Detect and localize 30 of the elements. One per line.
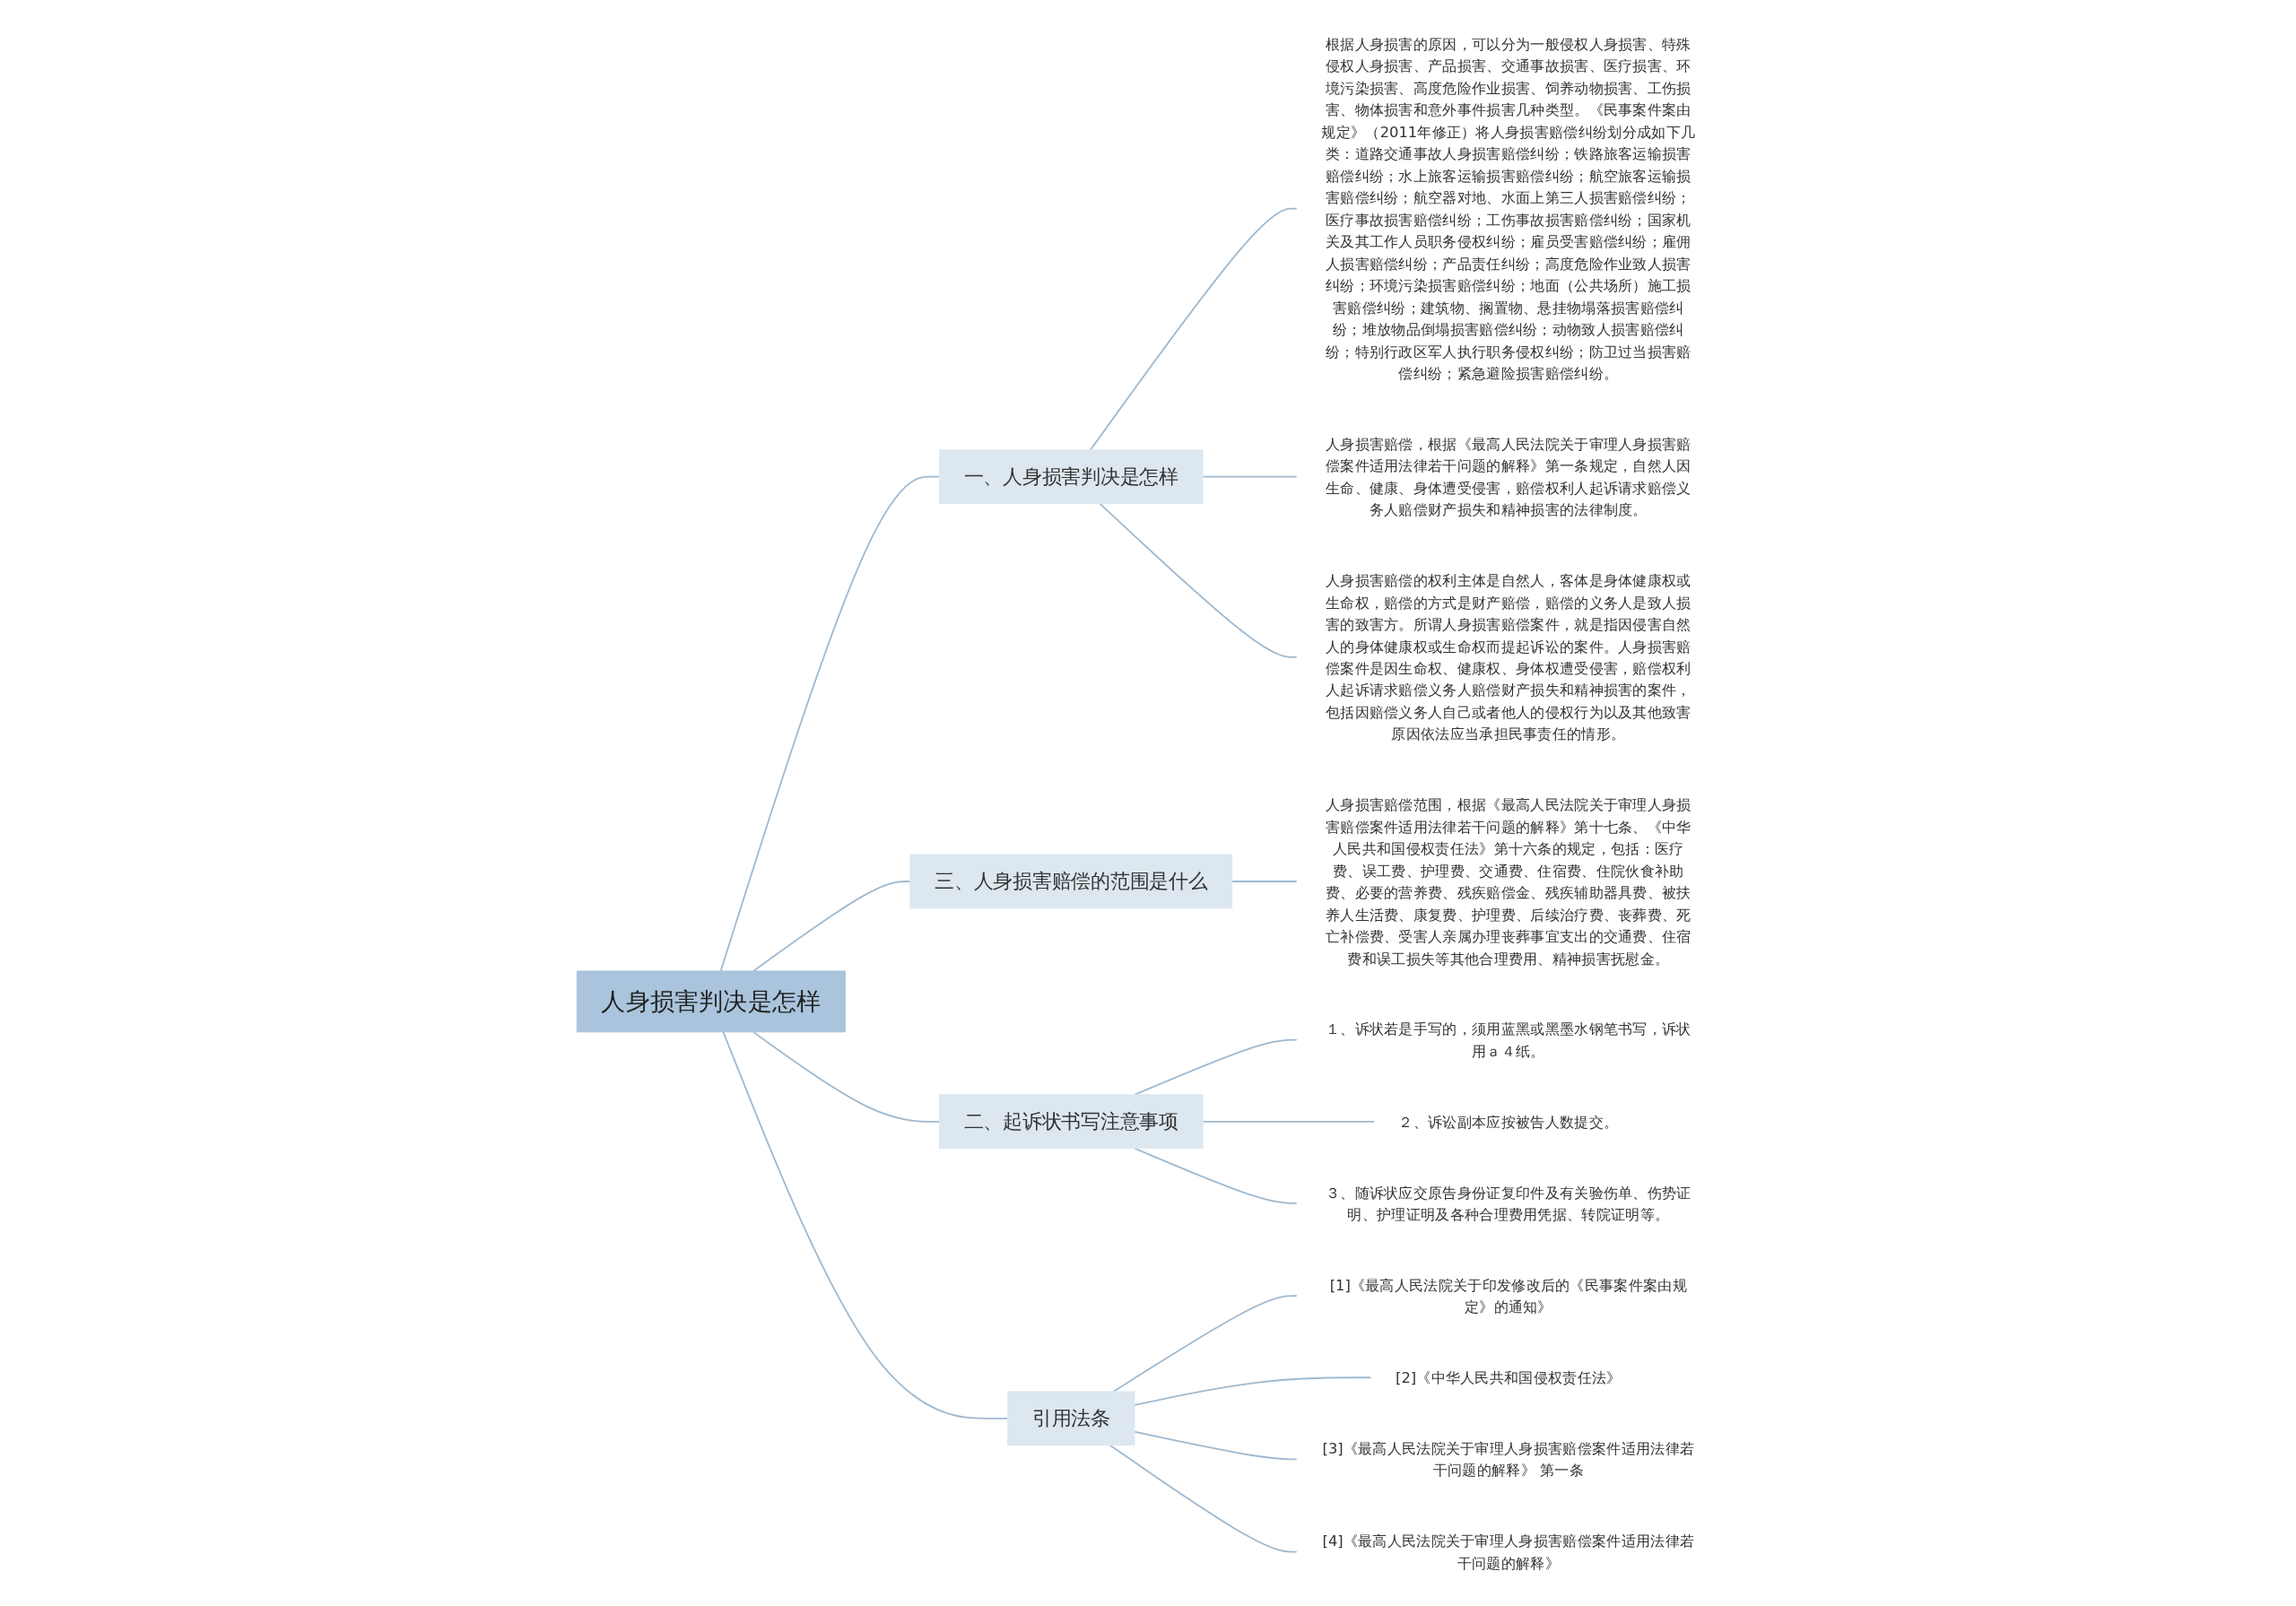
connector [1133, 1430, 1298, 1460]
node-text: [1]《最高人民法院关于印发修改后的《民事案件案由规定》的通知》 [1329, 1275, 1687, 1315]
node-text: 人身损害赔偿，根据《最高人民法院关于审理人身损害赔偿案件适用法律若干问题的解释》第一条规定，自然人因生命、健康、身体遭受侵害，赔偿权利人起诉请求赔偿义务人赔偿财产损失和精神损害的法律制度。 [1325, 434, 1692, 518]
connector [1089, 207, 1298, 451]
node-text: ２、诉讼副本应按被告人数提交。 [1398, 1112, 1618, 1130]
node-text: [4]《最高人民法院关于审理人身损害赔偿案件适用法律若干问题的解释》 [1322, 1532, 1694, 1571]
node-box: 三、人身损害赔偿的范围是什么 [909, 854, 1232, 908]
node-box: 一、人身损害判决是怎样 [938, 448, 1204, 504]
node-text: [2]《中华人民共和国侵权责任法》 [1395, 1368, 1622, 1386]
node-text: [3]《最高人民法院关于审理人身损害赔偿案件适用法律若干问题的解释》 第一条 [1322, 1439, 1694, 1479]
connector [1133, 1147, 1298, 1204]
connector [1133, 1376, 1372, 1406]
node-text: 根据人身损害的原因，可以分为一般侵权人身损害、特殊侵权人身损害、产品损害、交通事故损害、医疗损害、环境污染损害、高度危险作业损害、饲养动物损害、工伤损害、物体损害和意外事件损害几种类型。《民事案件案由规定》（2011年修正）将人身损害赔偿纠纷划分成如下几类：道路交通事故人身损害赔偿纠纷；铁路旅客运输损害赔偿纠纷；水上旅客运输损害赔偿纠纷；航空旅客运输损害赔偿纠纷；航空器对地、水面上第三人损害赔偿纠纷；医疗事故损害赔偿纠纷；工伤事故损害赔偿纠纷；国家机关及其工作人员职务侵权纠纷；雇员受害赔偿纠纷；雇佣人损害赔偿纠纷；产品责任纠纷；高度危险作业致人损害纠纷；环境污染损害赔偿纠纷；地面（公共场所）施工损害赔偿纠纷；建筑物、搁置物、悬挂物塌落损害赔偿纠纷；堆放物品倒塌损害赔偿纠纷；动物致人损害赔偿纠纷；特别行政区军人执行职务侵权纠纷；防卫过当损害赔偿纠纷；紧急避险损害赔偿纠纷。 [1321, 35, 1695, 382]
connector [1109, 1444, 1298, 1553]
connector [752, 1030, 940, 1123]
connector [722, 1030, 1009, 1419]
connector [1231, 880, 1298, 882]
node-box: 引用法条 [1006, 1390, 1135, 1445]
connector [719, 475, 940, 972]
connector [752, 880, 911, 972]
connector [1201, 475, 1298, 478]
connector [1099, 502, 1298, 658]
node-box: 二、起诉状书写注意事项 [938, 1093, 1204, 1149]
node-text: 人身损害赔偿的权利主体是自然人，客体是身体健康权或生命权，赔偿的方式是财产赔偿，赔偿的义务人是致人损害的致害方。所谓人身损害赔偿案件，就是指因侵害自然人的身体健康权或生命权而提起诉讼的案件。人身损害赔偿案件是因生命权、健康权、身体权遭受侵害，赔偿权利人起诉请求赔偿义务人赔偿财产损失和精神损害的案件，包括因赔偿义务人自己或者他人的侵权行为以及其他致害原因依法应当承担民事责任的情形。 [1325, 571, 1692, 742]
node-text: １、诉状若是手写的，须用蓝黑或黑墨水钢笔书写，诉状用ａ４纸。 [1325, 1020, 1692, 1059]
connector [1201, 1120, 1375, 1123]
node-text: ３、随诉状应交原告身份证复印件及有关验伤单、伤势证明、护理证明及各种合理费用凭据、转院证明等。 [1325, 1183, 1692, 1223]
node-box: 人身损害判决是怎样 [576, 969, 846, 1032]
node-text: 人身损害赔偿范围，根据《最高人民法院关于审理人身损害赔偿案件适用法律若干问题的解释》第十七条、《中华人民共和国侵权责任法》第十六条的规定，包括：医疗费、误工费、护理费、交通费、住宿费、住院伙食补助费、必要的营养费、残疾赔偿金、残疾辅助器具费、被扶养人生活费、康复费、护理费、后续治疗费、丧葬费、死亡补偿费、受害人亲属办理丧葬事宜支出的交通费、住宿费和误工损失等其他合理费用、精神损害抚慰金。 [1325, 795, 1692, 967]
connector [1112, 1294, 1298, 1393]
